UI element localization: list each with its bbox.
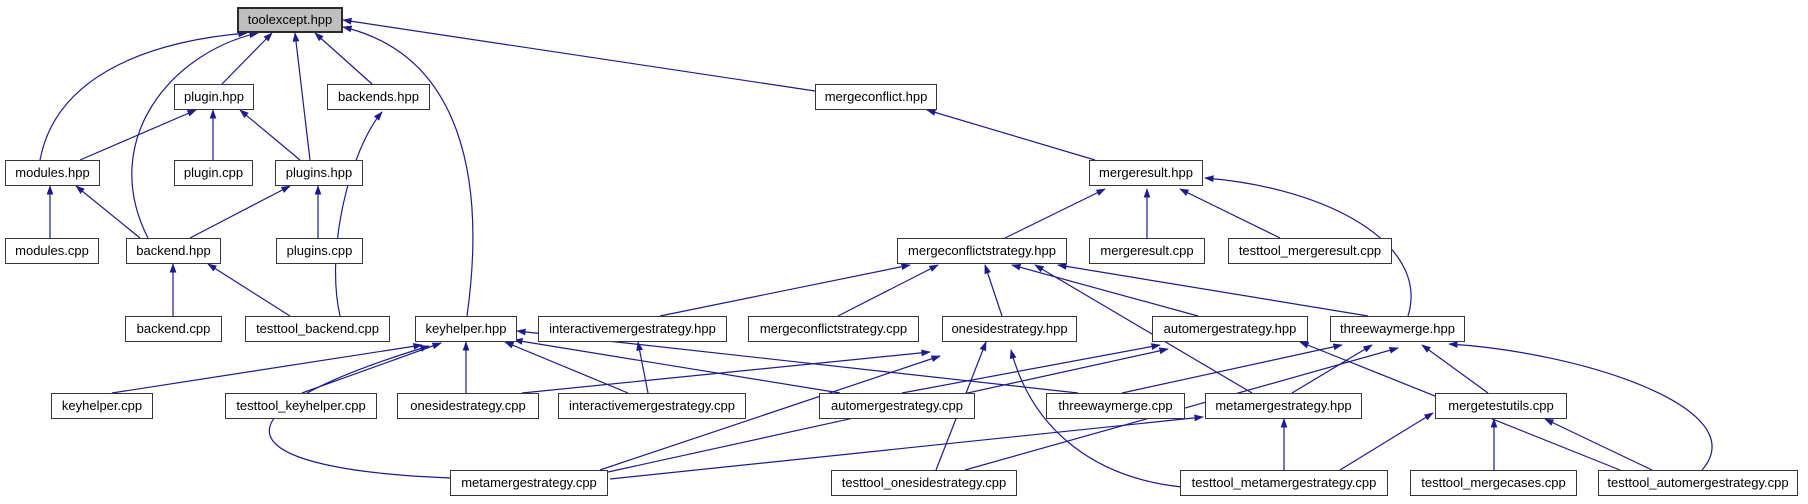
- edge-interactivemergestrategy.hpp-to-mergeconflictstrategy.hpp: [659, 263, 911, 317]
- graph-node-automergestrategy.cpp[interactable]: automergestrategy.cpp: [819, 393, 975, 419]
- graph-node-testtool_mergecases.cpp[interactable]: testtool_mergecases.cpp: [1410, 470, 1577, 496]
- graph-node-plugin.hpp[interactable]: plugin.hpp: [174, 84, 254, 110]
- graph-node-threewaymerge.hpp[interactable]: threewaymerge.hpp: [1330, 316, 1465, 342]
- edge-testtool_mergeresult.cpp-to-mergeresult.hpp: [1179, 188, 1281, 239]
- edge-plugin.hpp-to-toolexcept.hpp: [221, 32, 273, 85]
- graph-node-mergeconflict.hpp[interactable]: mergeconflict.hpp: [815, 84, 937, 110]
- graph-node-mergeconflictstrategy.cpp[interactable]: mergeconflictstrategy.cpp: [748, 316, 919, 342]
- edge-automergestrategy.cpp-to-keyhelper.hpp: [513, 338, 841, 394]
- edge-onesidestrategy.hpp-to-mergeconflictstrategy.hpp: [984, 264, 1003, 317]
- edge-testtool_backend.cpp-to-backends.hpp: [334, 111, 383, 317]
- edge-metamergestrategy.hpp-to-threewaymerge.hpp: [1291, 344, 1373, 394]
- graph-node-metamergestrategy.cpp[interactable]: metamergestrategy.cpp: [450, 470, 608, 496]
- edge-testtool_keyhelper.cpp-to-keyhelper.hpp: [301, 342, 442, 394]
- graph-node-testtool_automergestrategy.cpp[interactable]: testtool_automergestrategy.cpp: [1598, 470, 1798, 496]
- graph-node-interactivemergestrategy.hpp[interactable]: interactivemergestrategy.hpp: [538, 316, 727, 342]
- edge-automergestrategy.hpp-to-mergeconflictstrategy.hpp: [1011, 263, 1199, 317]
- edge-mergeresult.hpp-to-mergeconflict.hpp: [926, 109, 1096, 161]
- edge-metamergestrategy.cpp-to-keyhelper.hpp: [268, 345, 453, 479]
- graph-node-testtool_mergeresult.cpp[interactable]: testtool_mergeresult.cpp: [1228, 238, 1392, 264]
- edge-mergeconflict.hpp-to-toolexcept.hpp: [342, 17, 816, 92]
- edge-testtool_automergestrategy.cpp-to-threewaymerge.hpp: [1448, 341, 1713, 471]
- edge-plugins.hpp-to-toolexcept.hpp: [292, 32, 311, 161]
- edge-interactivemergestrategy.cpp-to-interactivemergestrategy.hpp: [636, 341, 649, 394]
- edge-threewaymerge.hpp-to-mergeconflictstrategy.hpp: [1057, 263, 1369, 317]
- edge-metamergestrategy.cpp-to-onesidestrategy.hpp: [599, 355, 941, 471]
- graph-node-mergeresult.hpp[interactable]: mergeresult.hpp: [1089, 160, 1203, 186]
- edge-metamergestrategy.cpp-to-metamergestrategy.hpp: [609, 414, 1204, 480]
- graph-node-backend.cpp[interactable]: backend.cpp: [125, 316, 222, 342]
- graph-node-testtool_keyhelper.cpp[interactable]: testtool_keyhelper.cpp: [225, 393, 377, 419]
- edge-backend.hpp-to-plugins.hpp: [189, 185, 291, 239]
- edge-keyhelper.hpp-to-toolexcept.hpp: [342, 25, 474, 317]
- edge-keyhelper.cpp-to-keyhelper.hpp: [111, 342, 423, 394]
- graph-node-testtool_backend.cpp[interactable]: testtool_backend.cpp: [245, 316, 390, 342]
- edge-testtool_metamergestrategy.cpp-to-mergetestutils.cpp: [1339, 412, 1434, 471]
- edge-testtool_metamergestrategy.cpp-to-onesidestrategy.hpp: [1009, 349, 1183, 488]
- graph-node-backend.hpp[interactable]: backend.hpp: [126, 238, 221, 264]
- edge-modules.hpp-to-toolexcept.hpp: [39, 30, 248, 161]
- graph-node-plugins.hpp[interactable]: plugins.hpp: [275, 160, 363, 186]
- edge-mergetestutils.cpp-to-threewaymerge.hpp: [1421, 344, 1489, 394]
- graph-node-toolexcept.hpp[interactable]: toolexcept.hpp: [237, 7, 343, 33]
- graph-node-metamergestrategy.hpp[interactable]: metamergestrategy.hpp: [1205, 393, 1362, 419]
- edge-backend.hpp-to-modules.hpp: [75, 185, 141, 239]
- edge-testtool_automergestrategy.cpp-to-mergetestutils.cpp: [1544, 418, 1653, 471]
- edge-backend.hpp-to-toolexcept.hpp: [131, 31, 259, 239]
- graph-node-backends.hpp[interactable]: backends.hpp: [327, 84, 430, 110]
- graph-node-automergestrategy.hpp[interactable]: automergestrategy.hpp: [1152, 316, 1308, 342]
- graph-node-interactivemergestrategy.cpp[interactable]: interactivemergestrategy.cpp: [558, 393, 746, 419]
- graph-node-plugin.cpp[interactable]: plugin.cpp: [174, 160, 253, 186]
- edge-metamergestrategy.hpp-to-mergeconflictstrategy.hpp: [1034, 264, 1253, 394]
- edge-modules.hpp-to-plugin.hpp: [79, 109, 197, 161]
- graph-node-onesidestrategy.cpp[interactable]: onesidestrategy.cpp: [397, 393, 539, 419]
- graph-node-testtool_metamergestrategy.cpp[interactable]: testtool_metamergestrategy.cpp: [1180, 470, 1388, 496]
- graph-node-mergeconflictstrategy.hpp[interactable]: mergeconflictstrategy.hpp: [897, 238, 1067, 264]
- edge-mergeconflictstrategy.hpp-to-mergeresult.hpp: [1004, 188, 1106, 239]
- graph-node-keyhelper.cpp[interactable]: keyhelper.cpp: [51, 393, 153, 419]
- edge-plugins.hpp-to-plugin.hpp: [239, 109, 301, 161]
- graph-node-keyhelper.hpp[interactable]: keyhelper.hpp: [415, 316, 517, 342]
- graph-node-threewaymerge.cpp[interactable]: threewaymerge.cpp: [1046, 393, 1185, 419]
- graph-node-modules.cpp[interactable]: modules.cpp: [5, 238, 99, 264]
- graph-node-mergeresult.cpp[interactable]: mergeresult.cpp: [1089, 238, 1205, 264]
- graph-node-mergetestutils.cpp[interactable]: mergetestutils.cpp: [1435, 393, 1567, 419]
- edge-onesidestrategy.cpp-to-onesidestrategy.hpp: [521, 349, 931, 394]
- edge-interactivemergestrategy.cpp-to-keyhelper.hpp: [504, 341, 629, 394]
- edge-backends.hpp-to-toolexcept.hpp: [314, 32, 373, 85]
- graph-node-testtool_onesidestrategy.cpp[interactable]: testtool_onesidestrategy.cpp: [831, 470, 1017, 496]
- edge-testtool_backend.cpp-to-backend.hpp: [207, 263, 291, 317]
- edge-threewaymerge.cpp-to-threewaymerge.hpp: [1121, 343, 1343, 394]
- edge-mergeconflictstrategy.cpp-to-mergeconflictstrategy.hpp: [837, 264, 939, 317]
- graph-node-plugins.cpp[interactable]: plugins.cpp: [276, 238, 363, 264]
- edge-automergestrategy.cpp-to-automergestrategy.hpp: [901, 343, 1161, 394]
- graph-node-onesidestrategy.hpp[interactable]: onesidestrategy.hpp: [942, 316, 1077, 342]
- edge-threewaymerge.hpp-to-mergeresult.hpp: [1204, 175, 1412, 317]
- graph-node-modules.hpp[interactable]: modules.hpp: [5, 160, 100, 186]
